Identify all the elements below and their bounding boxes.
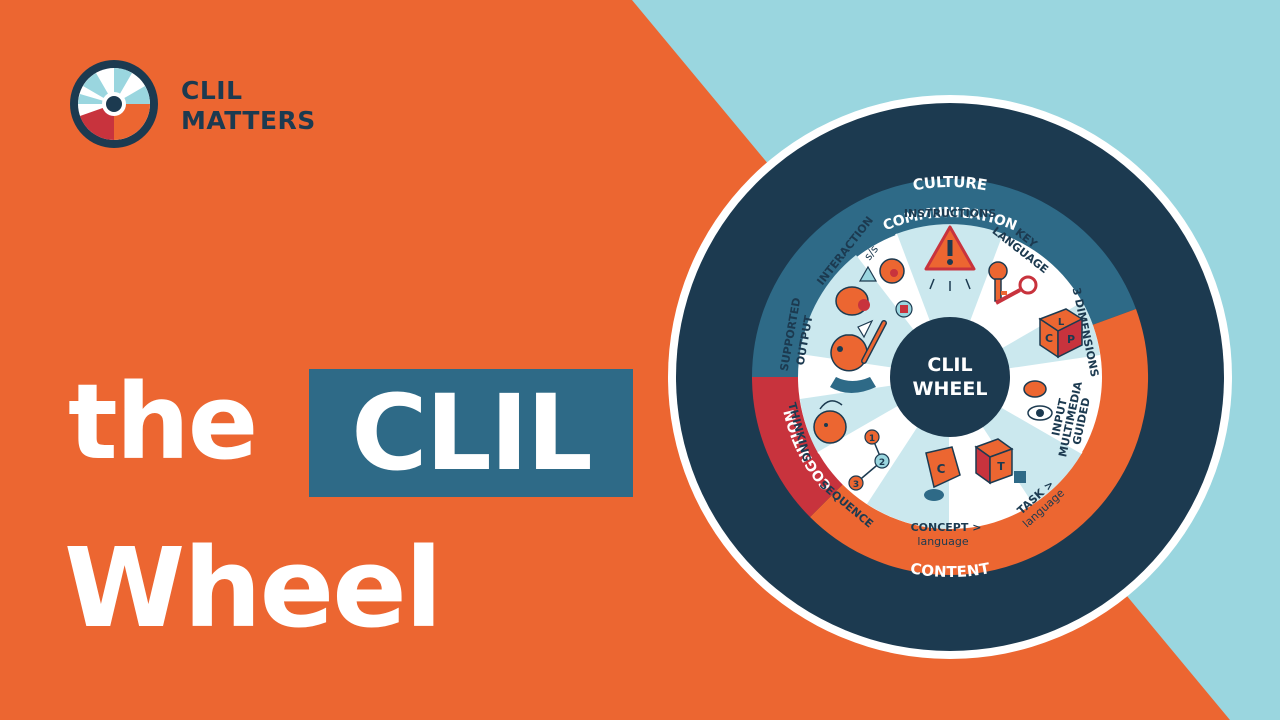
title-highlight-box xyxy=(309,369,633,497)
speaking-head-icon xyxy=(830,319,876,393)
keys-icon xyxy=(988,261,1038,305)
title-word-wheel: Wheel xyxy=(64,524,443,652)
sequence-node-1: 1 xyxy=(869,434,875,444)
thinking-head-icon xyxy=(813,400,847,444)
brand-name: CLIL MATTERS xyxy=(181,76,316,136)
cube-letter-c: C xyxy=(1045,332,1053,345)
label-concept-1: CONCEPT > xyxy=(911,521,982,534)
brand-line-1: CLIL xyxy=(181,76,243,105)
label-instructions: INSTRUCTIONS xyxy=(904,207,996,220)
clil-matters-logo-icon xyxy=(70,60,158,148)
title-word-the: the xyxy=(68,361,258,483)
center-label-line-2: WHEEL xyxy=(913,378,988,400)
task-cube-icon: T xyxy=(974,438,1026,485)
sequence-node-3: 3 xyxy=(853,480,859,490)
interaction-birds-icon xyxy=(835,258,913,318)
ring-label-culture: CULTURE xyxy=(912,173,989,194)
concept-icon: C xyxy=(924,446,961,501)
label-concept-2: language xyxy=(917,535,968,548)
ring-label-content: CONTENT xyxy=(909,559,992,581)
task-cube-letter: T xyxy=(997,460,1005,473)
eye-icon xyxy=(1023,380,1053,421)
cube-letter-p: P xyxy=(1067,333,1075,346)
center-label-line-1: CLIL xyxy=(927,354,972,376)
center-hub xyxy=(890,317,1010,437)
sequence-node-2: 2 xyxy=(879,458,885,468)
warning-triangle-icon xyxy=(924,225,976,291)
pencil-icon xyxy=(861,320,887,364)
clil-wheel-diagram: CULTURE COMMUNICATION CONTENT COGNITION … xyxy=(668,95,1232,659)
cube-letter-l: L xyxy=(1058,317,1065,328)
sequence-nodes-icon: 1 2 3 xyxy=(848,429,890,491)
concept-letter: C xyxy=(937,462,946,476)
brand-line-2: MATTERS xyxy=(181,106,316,135)
title-word-clil: CLIL xyxy=(351,372,593,494)
cube-icon: C L P xyxy=(1038,308,1084,359)
